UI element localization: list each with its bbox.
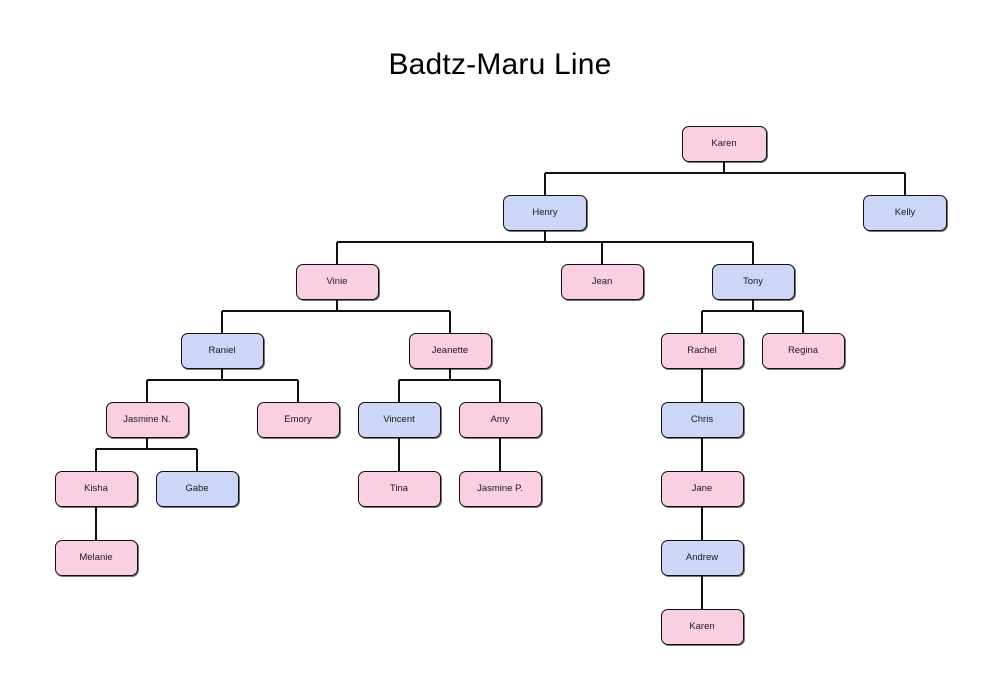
tree-node-label: Vincent: [383, 414, 415, 426]
tree-node-label: Vinie: [326, 276, 348, 288]
tree-node-melanie[interactable]: Melanie: [54, 540, 138, 576]
tree-node-regina[interactable]: Regina: [761, 333, 845, 369]
tree-node-chris[interactable]: Chris: [660, 402, 744, 438]
tree-node-label: Gabe: [185, 483, 209, 495]
tree-node-vinie[interactable]: Vinie: [295, 264, 379, 300]
tree-node-henry[interactable]: Henry: [503, 195, 587, 231]
tree-node-label: Tony: [742, 276, 764, 288]
tree-node-jasmine-p[interactable]: Jasmine P.: [458, 471, 542, 507]
tree-node-raniel[interactable]: Raniel: [180, 333, 264, 369]
tree-node-label: Melanie: [79, 552, 113, 564]
tree-node-jasmine-n[interactable]: Jasmine N.: [105, 402, 189, 438]
tree-node-label: Amy: [490, 414, 510, 426]
page-title: Badtz-Maru Line: [388, 48, 612, 81]
tree-node-amy[interactable]: Amy: [458, 402, 542, 438]
tree-node-label: Emory: [284, 414, 312, 426]
tree-node-label: Jean: [591, 276, 613, 288]
tree-node-karen-leaf[interactable]: Karen: [660, 609, 744, 645]
tree-node-gabe[interactable]: Gabe: [155, 471, 239, 507]
tree-node-tony[interactable]: Tony: [711, 264, 795, 300]
tree-node-label: Regina: [787, 345, 819, 357]
tree-node-label: Kisha: [84, 483, 108, 495]
tree-node-emory[interactable]: Emory: [256, 402, 340, 438]
tree-node-label: Tina: [389, 483, 409, 495]
tree-node-label: Andrew: [685, 552, 719, 564]
tree-node-vincent[interactable]: Vincent: [357, 402, 441, 438]
tree-node-kisha[interactable]: Kisha: [54, 471, 138, 507]
tree-node-rachel[interactable]: Rachel: [660, 333, 744, 369]
tree-node-jean[interactable]: Jean: [560, 264, 644, 300]
tree-node-label: Jasmine P.: [477, 483, 523, 495]
tree-node-kelly[interactable]: Kelly: [863, 195, 947, 231]
tree-node-karen-root[interactable]: Karen: [681, 126, 767, 162]
tree-node-label: Karen: [711, 138, 737, 150]
tree-node-label: Jasmine N.: [123, 414, 171, 426]
tree-node-label: Jane: [691, 483, 713, 495]
tree-node-label: Chris: [690, 414, 714, 426]
tree-node-jane[interactable]: Jane: [660, 471, 744, 507]
tree-node-andrew[interactable]: Andrew: [660, 540, 744, 576]
tree-node-label: Kelly: [894, 207, 916, 219]
tree-node-label: Raniel: [208, 345, 236, 357]
tree-node-jeanette[interactable]: Jeanette: [408, 333, 492, 369]
tree-node-label: Rachel: [687, 345, 717, 357]
tree-node-label: Jeanette: [431, 345, 469, 357]
tree-node-tina[interactable]: Tina: [357, 471, 441, 507]
tree-node-label: Henry: [532, 207, 558, 219]
tree-node-label: Karen: [689, 621, 715, 633]
